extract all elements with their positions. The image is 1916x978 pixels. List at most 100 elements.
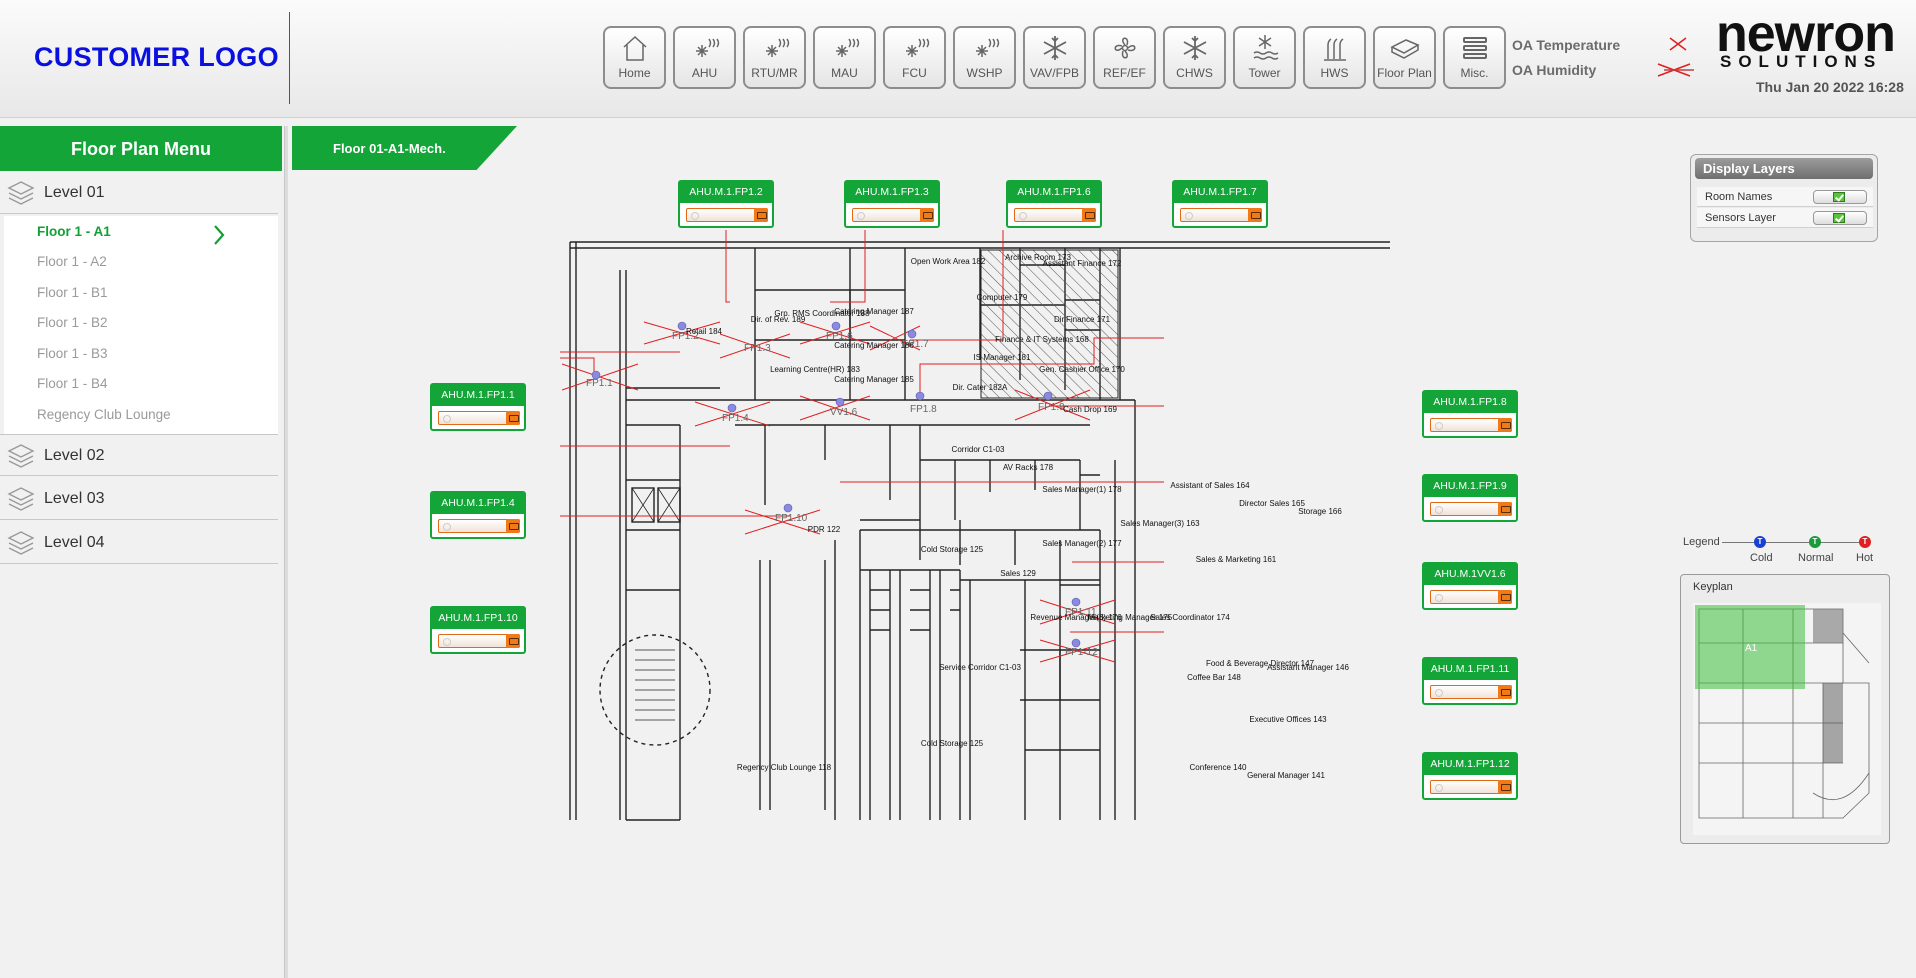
nav-misc-button[interactable]: Misc. xyxy=(1443,26,1506,89)
equipment-detail-icon[interactable] xyxy=(506,634,520,648)
floor-item-1-b4[interactable]: Floor 1 - B4 xyxy=(37,376,108,391)
equipment-detail-icon[interactable] xyxy=(1082,208,1096,222)
equipment-box-fp1-8[interactable]: AHU.M.1.FP1.8 xyxy=(1422,390,1518,438)
floor-item-1-b3[interactable]: Floor 1 - B3 xyxy=(37,346,108,361)
nav-rtu-button[interactable]: RTU/MR xyxy=(743,26,806,89)
layer-label: Sensors Layer xyxy=(1705,212,1776,224)
rtu-fan-icon xyxy=(766,38,790,57)
equipment-detail-icon[interactable] xyxy=(1498,780,1512,794)
mau-fan-icon xyxy=(836,38,860,57)
room-label: Director Sales 165 xyxy=(1239,499,1305,508)
brand-logo-main: newron xyxy=(1716,5,1896,63)
equipment-value-field[interactable] xyxy=(1430,418,1512,432)
equipment-box-fp1-12[interactable]: AHU.M.1.FP1.12 xyxy=(1422,752,1518,800)
equipment-title: AHU.M.1.FP1.7 xyxy=(1174,182,1266,203)
keyplan-map[interactable]: A1 xyxy=(1693,603,1881,835)
level-03-item[interactable]: Level 03 xyxy=(0,478,278,520)
equipment-box-fp1-11[interactable]: AHU.M.1.FP1.11 xyxy=(1422,657,1518,705)
equipment-detail-icon[interactable] xyxy=(1498,418,1512,432)
equipment-value-field[interactable] xyxy=(438,519,520,533)
floor-item-1-a1[interactable]: Floor 1 - A1 xyxy=(37,224,111,239)
sensor-label: FP1.3 xyxy=(744,343,771,354)
nav-wshp-button[interactable]: WSHP xyxy=(953,26,1016,89)
equipment-box-fp1-9[interactable]: AHU.M.1.FP1.9 xyxy=(1422,474,1518,522)
room-names-toggle[interactable] xyxy=(1813,190,1867,204)
level-01-label: Level 01 xyxy=(44,184,105,201)
room-label: Computer 179 xyxy=(977,293,1028,302)
equipment-title: AHU.M.1.FP1.2 xyxy=(680,182,772,203)
floor-item-1-b1[interactable]: Floor 1 - B1 xyxy=(37,285,108,300)
floor-plan-drawing: FP1.1 FP1.2 FP1.3 FP1.4 FP1.6 FP1.7 FP1.… xyxy=(560,230,1390,821)
chws-snowflake-icon xyxy=(1183,36,1207,60)
equipment-value-field[interactable] xyxy=(438,411,520,425)
equipment-value-field[interactable] xyxy=(438,634,520,648)
sensor-label: FP1.4 xyxy=(722,413,749,424)
equipment-box-fp1-7[interactable]: AHU.M.1.FP1.7 xyxy=(1172,180,1268,228)
layer-row-room-names: Room Names xyxy=(1697,187,1873,207)
equipment-detail-icon[interactable] xyxy=(1498,590,1512,604)
equipment-detail-icon[interactable] xyxy=(1498,502,1512,516)
checkbox-checked-icon xyxy=(1833,213,1845,223)
room-label: Assistant of Sales 164 xyxy=(1170,481,1250,490)
fcu-fan-icon xyxy=(906,38,930,57)
equipment-detail-icon[interactable] xyxy=(920,208,934,222)
nav-home-label: Home xyxy=(618,66,651,80)
equipment-value-field[interactable] xyxy=(1430,590,1512,604)
floor-item-1-b2[interactable]: Floor 1 - B2 xyxy=(37,315,108,330)
room-label: Assistant Finance 172 xyxy=(1043,259,1122,268)
level-01-item[interactable]: Level 01 xyxy=(0,172,278,214)
equipment-detail-icon[interactable] xyxy=(754,208,768,222)
equipment-value-field[interactable] xyxy=(1430,502,1512,516)
room-label: Dir. Cater 182A xyxy=(953,383,1008,392)
nav-hws-label: HWS xyxy=(1320,66,1349,80)
nav-ref-button[interactable]: REF/EF xyxy=(1093,26,1156,89)
equipment-title: AHU.M.1.FP1.1 xyxy=(432,385,524,406)
level-04-item[interactable]: Level 04 xyxy=(0,522,278,564)
room-label: Grp. RMS Coordinator 188 xyxy=(774,309,870,318)
nav-hws-button[interactable]: HWS xyxy=(1303,26,1366,89)
customer-logo: CUSTOMER LOGO xyxy=(34,42,279,72)
equipment-value-field[interactable] xyxy=(686,208,768,222)
nav-home-button[interactable]: Home xyxy=(603,26,666,89)
equipment-detail-icon[interactable] xyxy=(1498,685,1512,699)
chevron-right-icon xyxy=(214,225,225,245)
floor-plan-menu-title: Floor Plan Menu xyxy=(0,126,282,171)
equipment-box-fp1-1[interactable]: AHU.M.1.FP1.1 xyxy=(430,383,526,431)
equipment-box-vv1-6[interactable]: AHU.M.1VV1.6 xyxy=(1422,562,1518,610)
nav-ahu-button[interactable]: AHU xyxy=(673,26,736,89)
nav-chws-button[interactable]: CHWS xyxy=(1163,26,1226,89)
room-label: IS Manager 181 xyxy=(974,353,1031,362)
exhaust-fan-icon xyxy=(1114,37,1136,59)
sensors-layer-toggle[interactable] xyxy=(1813,211,1867,225)
equipment-box-fp1-6[interactable]: AHU.M.1.FP1.6 xyxy=(1006,180,1102,228)
sensor-label: FP1.11 xyxy=(1065,607,1097,618)
level-02-item[interactable]: Level 02 xyxy=(0,434,278,476)
equipment-value-field[interactable] xyxy=(1014,208,1096,222)
legend-cold-label: Cold xyxy=(1750,552,1773,564)
room-label: Regency Club Lounge 118 xyxy=(737,763,832,772)
equipment-value-field[interactable] xyxy=(1180,208,1262,222)
equipment-title: AHU.M.1.FP1.11 xyxy=(1424,659,1516,680)
equipment-value-field[interactable] xyxy=(852,208,934,222)
equipment-box-fp1-10[interactable]: AHU.M.1.FP1.10 xyxy=(430,606,526,654)
checkbox-checked-icon xyxy=(1833,192,1845,202)
nav-floor-plan-button[interactable]: Floor Plan xyxy=(1373,26,1436,89)
nav-tower-button[interactable]: Tower xyxy=(1233,26,1296,89)
equipment-detail-icon[interactable] xyxy=(1248,208,1262,222)
equipment-value-field[interactable] xyxy=(1430,780,1512,794)
room-label: Catering Manager 185 xyxy=(834,375,914,384)
floor-title-label: Floor 01-A1-Mech. xyxy=(333,141,446,156)
equipment-detail-icon[interactable] xyxy=(506,411,520,425)
equipment-value-field[interactable] xyxy=(1430,685,1512,699)
nav-mau-button[interactable]: MAU xyxy=(813,26,876,89)
nav-vav-label: VAV/FPB xyxy=(1030,66,1079,80)
equipment-box-fp1-2[interactable]: AHU.M.1.FP1.2 xyxy=(678,180,774,228)
nav-fcu-button[interactable]: FCU xyxy=(883,26,946,89)
nav-vav-button[interactable]: VAV/FPB xyxy=(1023,26,1086,89)
room-label: Cash Drop 169 xyxy=(1063,405,1117,414)
equipment-box-fp1-3[interactable]: AHU.M.1.FP1.3 xyxy=(844,180,940,228)
equipment-box-fp1-4[interactable]: AHU.M.1.FP1.4 xyxy=(430,491,526,539)
floor-item-1-a2[interactable]: Floor 1 - A2 xyxy=(37,254,107,269)
equipment-detail-icon[interactable] xyxy=(506,519,520,533)
floor-item-regency-club[interactable]: Regency Club Lounge xyxy=(37,407,171,422)
